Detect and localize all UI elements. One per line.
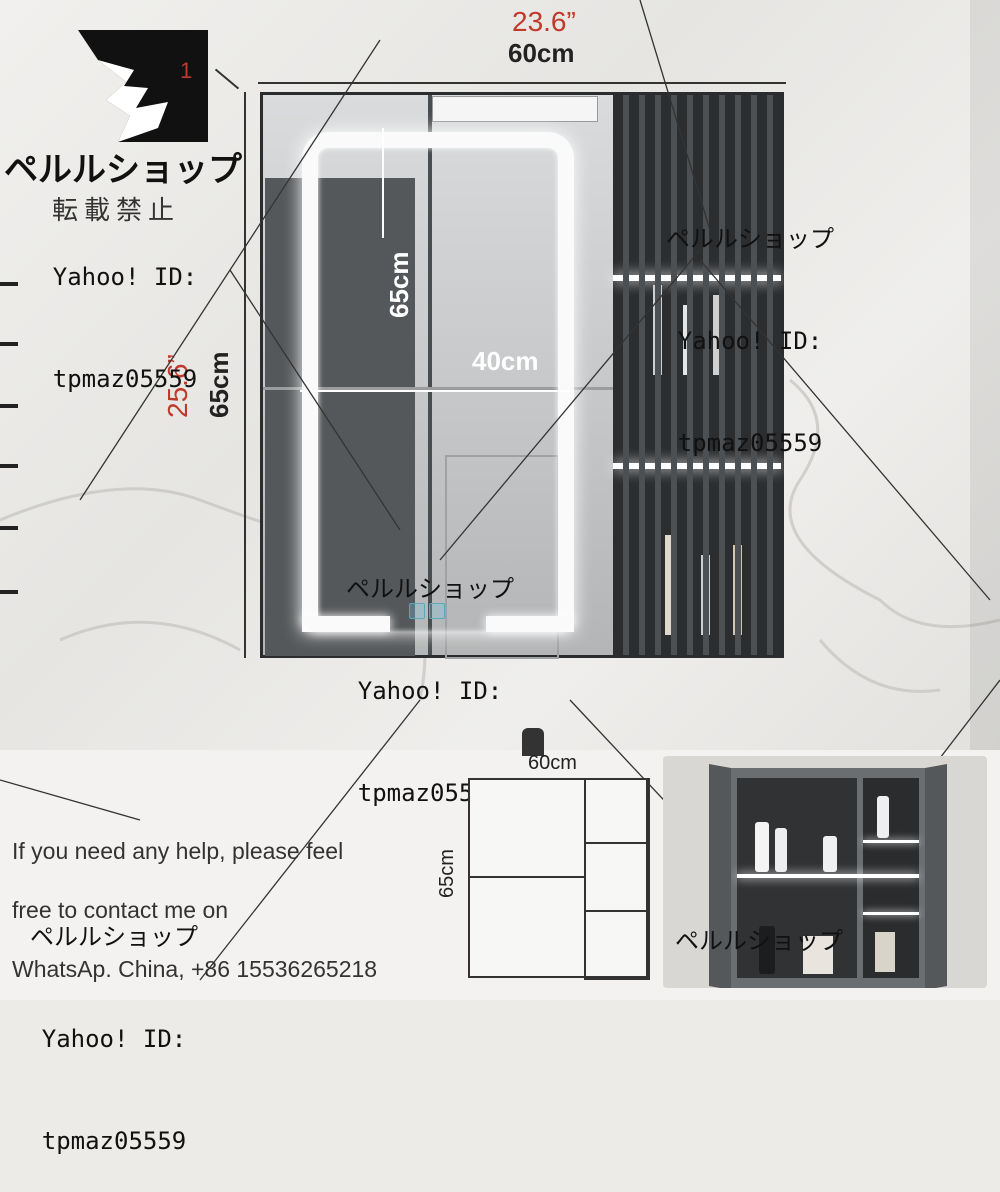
tick-mark xyxy=(0,282,18,286)
shelf-slat xyxy=(719,95,725,655)
shelf-led-strip xyxy=(863,840,919,843)
mirror-divider xyxy=(428,95,432,655)
watermark-label: Yahoo! ID: xyxy=(677,327,823,355)
tick-mark xyxy=(0,590,18,594)
cabinet-door-right xyxy=(925,764,947,988)
shelf-slat xyxy=(703,95,709,655)
bottle xyxy=(823,836,837,872)
diagram-compartment xyxy=(584,842,650,912)
shelf-slat xyxy=(751,95,757,655)
open-cabinet-photo: ペルルショップ Yahoo! ID: tpmaz05559 xyxy=(663,756,987,988)
tick-mark xyxy=(0,404,18,408)
shelf-led-strip xyxy=(863,912,919,915)
shelf-slat xyxy=(655,95,661,655)
help-text: If you need any help, please feel free t… xyxy=(12,822,452,999)
shelf-item xyxy=(713,295,722,375)
width-dimension-line xyxy=(258,82,786,84)
power-icon[interactable] xyxy=(429,603,445,619)
help-line-2: free to contact me on xyxy=(12,897,229,923)
faucet xyxy=(522,728,544,756)
tick-mark xyxy=(0,526,18,530)
cabinet-diagram xyxy=(468,778,650,980)
light-toggle-icon[interactable] xyxy=(409,603,425,619)
depth-label: 1 xyxy=(180,58,193,83)
tick-mark xyxy=(0,464,18,468)
watermark-id: tpmaz05559 xyxy=(41,1127,187,1155)
height-dimension-line xyxy=(244,92,246,658)
wall-edge-shadow xyxy=(970,0,1000,750)
mirror-reflection-door xyxy=(265,178,415,656)
touch-switch-panel[interactable] xyxy=(409,603,449,623)
mirror-reflection-line xyxy=(263,387,613,390)
watermark-id: tpmaz05559 xyxy=(52,365,198,393)
led-light-frame xyxy=(302,132,574,632)
watermark-shop: ペルルショップ xyxy=(666,225,834,253)
bottle xyxy=(759,926,775,974)
diagram-compartment xyxy=(584,910,650,980)
diagram-divider xyxy=(468,876,586,878)
shelf-item xyxy=(665,535,674,635)
width-cm-label: 60cm xyxy=(508,38,575,68)
mirror-height-line xyxy=(382,128,384,238)
ceiling-fan-reflection xyxy=(432,96,598,122)
bottle xyxy=(877,796,889,838)
watermark-label: Yahoo! ID: xyxy=(52,263,198,291)
diagram-width-label: 60cm xyxy=(528,752,577,774)
led-light-bottom-right xyxy=(486,616,574,632)
shelf-slat xyxy=(671,95,677,655)
open-shelf-section xyxy=(613,95,781,655)
watermark-id: tpmaz05559 xyxy=(677,429,823,457)
shop-logo-mark-icon xyxy=(78,30,208,142)
watermark-label: Yahoo! ID: xyxy=(357,677,503,705)
watermark-label: Yahoo! ID: xyxy=(41,1025,187,1053)
diagram-compartment xyxy=(584,778,650,844)
box xyxy=(803,936,833,974)
width-inches-label: 23.6” xyxy=(512,6,576,37)
shelf-slat xyxy=(639,95,645,655)
shelf-slat xyxy=(623,95,629,655)
shelf-led-strip xyxy=(737,874,919,878)
shop-name: ペルルショップ xyxy=(4,150,242,190)
shelf-led-strip xyxy=(613,463,781,469)
box xyxy=(875,932,895,972)
watermark-shop: ペルルショップ xyxy=(675,927,843,955)
led-light-bottom-left xyxy=(302,616,390,632)
shelf-slat xyxy=(735,95,741,655)
watermark: ペルルショップ Yahoo! ID: tpmaz05559 xyxy=(663,856,869,988)
watermark-shop: ペルルショップ xyxy=(346,575,514,603)
bottle xyxy=(755,822,769,872)
help-line-1: If you need any help, please feel xyxy=(12,838,344,864)
watermark: Yahoo! ID: tpmaz05559 xyxy=(20,162,230,430)
mirror-width-label: 40cm xyxy=(472,346,539,376)
tick-mark xyxy=(0,342,18,346)
shelf-led-strip xyxy=(613,275,781,281)
watermark: ペルルショップ Yahoo! ID: tpmaz05559 xyxy=(640,154,860,494)
cabinet-interior-left xyxy=(737,778,857,978)
diagram-height-label: 65cm xyxy=(436,849,458,898)
shelf-slat xyxy=(687,95,693,655)
watermark-shop: ペルルショップ xyxy=(30,923,198,951)
no-reprint-notice: 転載禁止 xyxy=(52,196,181,226)
help-line-3: WhatsAp. China, +86 15536265218 xyxy=(12,956,378,982)
bottle xyxy=(775,828,787,872)
mirror-width-line xyxy=(300,390,570,392)
shelf-slat xyxy=(767,95,773,655)
